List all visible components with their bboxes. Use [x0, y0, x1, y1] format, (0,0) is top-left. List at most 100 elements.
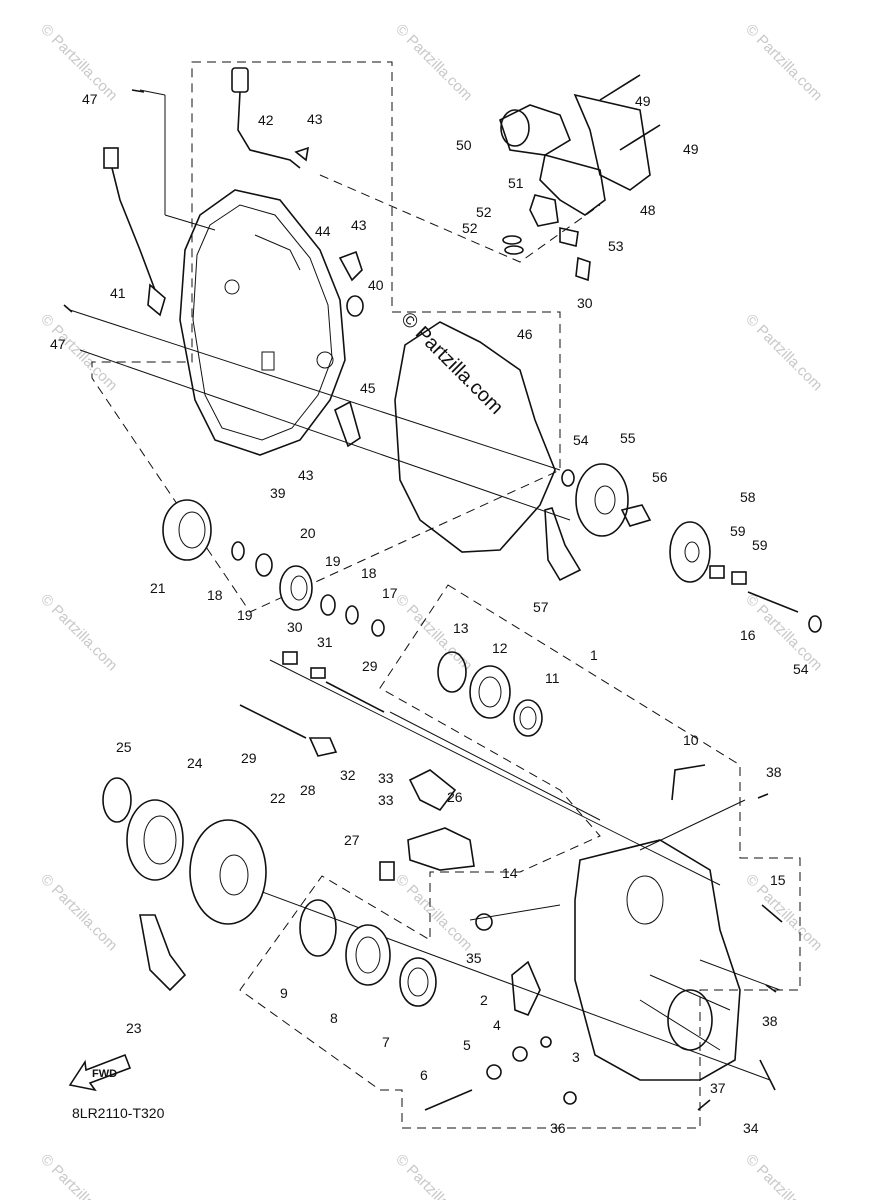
callout-c56: 56	[652, 469, 668, 485]
watermark-br: © Partzilla.com	[742, 1151, 825, 1200]
bolt-47a	[131, 89, 145, 93]
collar-59b	[731, 571, 747, 585]
callout-c38a: 38	[766, 764, 782, 780]
callout-c50: 50	[456, 137, 472, 153]
hub-56	[620, 504, 652, 527]
callout-c17: 17	[382, 585, 398, 601]
washer-19b	[320, 594, 336, 616]
motor-assembly	[499, 93, 651, 282]
callout-c19a: 19	[237, 607, 253, 623]
bolt-34	[759, 1059, 776, 1091]
callout-c15: 15	[770, 872, 786, 888]
callout-c35: 35	[466, 950, 482, 966]
callout-c9: 9	[280, 985, 288, 1001]
callout-c29a: 29	[362, 658, 378, 674]
outline-39	[91, 61, 561, 613]
shaft-29b	[239, 704, 307, 739]
callout-c6: 6	[420, 1067, 428, 1083]
bolt-6	[424, 1089, 473, 1111]
callout-c46: 46	[517, 326, 533, 342]
bearing-12	[469, 665, 511, 719]
callout-c49b: 49	[683, 141, 699, 157]
washer-54b	[808, 615, 822, 633]
shaft-16	[747, 591, 799, 613]
watermark-c3: © Partzilla.com	[392, 871, 475, 954]
callout-c52a: 52	[476, 204, 492, 220]
center-watermark: © Partzilla.com	[396, 308, 507, 419]
plug-36	[563, 1091, 577, 1105]
gear-21	[162, 499, 212, 561]
seal-7	[399, 957, 437, 1007]
callout-c49a: 49	[635, 93, 651, 109]
callout-c40: 40	[368, 277, 384, 293]
callout-c47a: 47	[82, 91, 98, 107]
callout-c53: 53	[608, 238, 624, 254]
plug-35	[475, 913, 493, 931]
bolt-38a	[757, 793, 769, 799]
shifter-28	[308, 737, 338, 757]
gasket-46	[394, 321, 556, 553]
main-case-1	[574, 839, 741, 1081]
callout-c10: 10	[683, 732, 699, 748]
callout-c43a: 43	[307, 111, 323, 127]
callout-c11: 11	[545, 670, 560, 686]
spring-30	[282, 651, 298, 665]
callout-c57: 57	[533, 599, 549, 615]
callout-c13: 13	[453, 620, 469, 636]
watermark-bl: © Partzilla.com	[37, 1151, 120, 1200]
callout-c38b: 38	[762, 1013, 778, 1029]
watermark-ml: © Partzilla.com	[37, 311, 120, 394]
callout-c34: 34	[743, 1120, 759, 1136]
axis-lines	[69, 74, 781, 1081]
callout-c19b: 19	[325, 553, 341, 569]
pin-31	[310, 667, 326, 679]
watermark-tl: © Partzilla.com	[37, 21, 120, 104]
crankcase-cover	[179, 189, 346, 456]
gear-24	[126, 799, 184, 881]
callout-c29b: 29	[241, 750, 257, 766]
circlip-13	[437, 651, 467, 693]
tube-10	[671, 764, 706, 801]
callout-c45: 45	[360, 380, 376, 396]
bolt-47b	[63, 304, 73, 313]
callout-c51: 51	[508, 175, 524, 191]
chain-23	[139, 914, 187, 992]
seal-3	[540, 1036, 552, 1048]
callout-c26: 26	[447, 789, 463, 805]
gear-58	[669, 521, 711, 583]
callout-c55: 55	[620, 430, 636, 446]
sensor-harness-41	[103, 147, 166, 317]
callout-c54a: 54	[573, 432, 589, 448]
outline-48	[319, 174, 601, 263]
group-outlines	[91, 61, 801, 1129]
callout-c37: 37	[710, 1080, 726, 1096]
callout-c4: 4	[493, 1017, 501, 1033]
clip-25	[102, 777, 132, 823]
bracket-26	[407, 827, 475, 871]
callout-c43b: 43	[351, 217, 367, 233]
callout-c30b: 30	[577, 295, 593, 311]
callout-c54b: 54	[793, 661, 809, 677]
callout-c47b: 47	[50, 336, 66, 352]
callout-c3: 3	[572, 1049, 580, 1065]
collar-4	[512, 1046, 528, 1062]
plate-45	[334, 400, 361, 448]
callout-c22: 22	[270, 790, 286, 806]
fwd-label: FWD	[92, 1068, 117, 1080]
watermark-l2: © Partzilla.com	[37, 591, 120, 674]
bolts-49	[599, 74, 661, 151]
gear-20	[279, 565, 313, 611]
callout-c36: 36	[550, 1120, 566, 1136]
bolt-37	[697, 1099, 711, 1111]
ring-9	[299, 899, 337, 957]
callout-c20: 20	[300, 525, 316, 541]
fwd-arrow: FWD	[68, 1053, 132, 1092]
callout-c44: 44	[315, 223, 331, 239]
callout-c1: 1	[590, 647, 598, 663]
callout-c23: 23	[126, 1020, 142, 1036]
callout-c43c: 43	[298, 467, 314, 483]
callout-c48: 48	[640, 202, 656, 218]
bracket-44	[338, 250, 363, 282]
